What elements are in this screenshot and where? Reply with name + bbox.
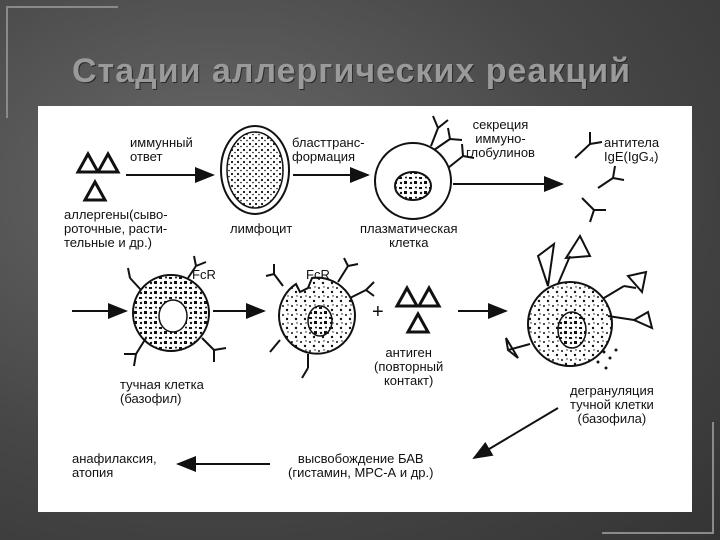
plasma-cell [374, 115, 475, 220]
label-fcr-2: FcR [306, 267, 330, 282]
diagram-panel: иммунный ответ бласттранс- формация секр… [38, 106, 692, 512]
label-blast-transformation: бласттранс- формация [292, 135, 365, 164]
allergy-stages-diagram [72, 115, 654, 472]
corner-frame-bottom-right [602, 422, 714, 534]
sensitized-mast-cell [265, 257, 375, 379]
label-fcr-1: FcR [192, 267, 216, 282]
label-mast-cell: тучная клетка (базофил) [120, 377, 204, 406]
label-plasma-cell: плазматическая клетка [360, 221, 458, 250]
allergen-triangles [75, 150, 121, 202]
label-lymphocyte: лимфоцит [230, 221, 293, 236]
label-anaphylaxis: анафилаксия, атопия [72, 451, 157, 480]
label-immune-response: иммунный ответ [130, 135, 193, 164]
antigen-triangles [394, 284, 442, 334]
free-antibodies [574, 132, 625, 223]
label-allergens: аллергены(сыво- роточные, расти- тельные… [64, 207, 168, 250]
corner-frame-top-left [6, 6, 118, 118]
label-degranulation: дегрануляция тучной клетки (базофила) [570, 383, 654, 426]
label-plus: + [372, 301, 384, 323]
label-antibodies: антитела IgE(IgG₄) [604, 135, 660, 164]
lymphocyte-cell [220, 125, 290, 215]
degranulating-mast-cell [505, 233, 654, 370]
arrow-to-bav-release [472, 407, 559, 460]
label-ig-secretion: секреция иммуно- глобулинов [466, 117, 535, 160]
slide-title: Стадии аллергических реакций [72, 52, 632, 90]
label-bav-release: высвобождение БАВ (гистамин, МРС-А и др.… [288, 451, 434, 480]
label-antigen: антиген (повторный контакт) [374, 345, 444, 388]
mast-cell-with-antibodies [124, 255, 227, 367]
